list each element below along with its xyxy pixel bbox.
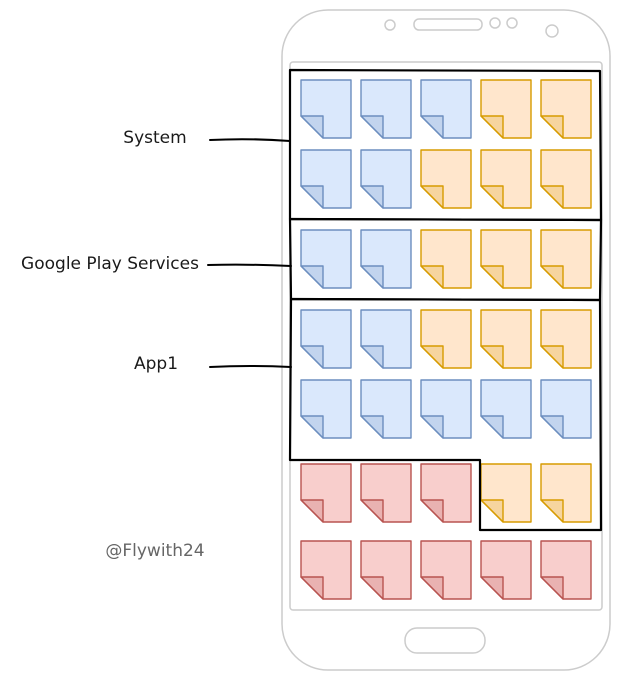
memory-page-orange: [480, 309, 532, 369]
system-connector: [209, 138, 291, 142]
home-button: [404, 627, 486, 654]
label-connectors: [207, 138, 292, 368]
memory-page-blue: [300, 229, 352, 289]
memory-page-orange: [540, 149, 592, 209]
phone-outline: [281, 9, 611, 671]
memory-page-blue: [360, 79, 412, 139]
app1-region-outline: [288, 297, 603, 532]
speaker-grille: [413, 18, 483, 31]
memory-page-blue: [300, 79, 352, 139]
memory-page-orange: [480, 463, 532, 523]
front-camera: [384, 19, 396, 31]
app1-label: App1: [134, 354, 178, 374]
memory-page-blue: [360, 149, 412, 209]
memory-page-red: [420, 540, 472, 600]
sensor-dot-2: [506, 17, 518, 29]
sensor-dot-3: [545, 24, 559, 38]
memory-page-blue: [300, 309, 352, 369]
memory-page-red: [540, 540, 592, 600]
system-label: System: [123, 128, 186, 148]
memory-page-orange: [420, 229, 472, 289]
memory-page-blue: [480, 379, 532, 439]
memory-page-blue: [420, 79, 472, 139]
memory-page-orange: [540, 309, 592, 369]
memory-pages: [300, 79, 592, 600]
sensor-dot-1: [489, 17, 501, 29]
memory-page-red: [300, 463, 352, 523]
memory-page-blue: [420, 379, 472, 439]
memory-page-orange: [480, 149, 532, 209]
memory-page-red: [420, 463, 472, 523]
memory-page-orange: [480, 229, 532, 289]
google-play-services-label: Google Play Services: [21, 254, 199, 274]
memory-page-red: [300, 540, 352, 600]
memory-page-orange: [420, 149, 472, 209]
memory-page-orange: [480, 79, 532, 139]
memory-page-orange: [540, 463, 592, 523]
memory-page-red: [360, 463, 412, 523]
memory-page-blue: [360, 229, 412, 289]
memory-page-blue: [300, 379, 352, 439]
memory-page-orange: [540, 79, 592, 139]
region-outlines: [288, 68, 603, 532]
memory-page-blue: [540, 379, 592, 439]
memory-page-red: [480, 540, 532, 600]
memory-page-blue: [360, 379, 412, 439]
google-play-services-connector: [207, 263, 292, 267]
memory-page-orange: [420, 309, 472, 369]
memory-page-red: [360, 540, 412, 600]
memory-page-orange: [540, 229, 592, 289]
watermark: @Flywith24: [105, 541, 204, 561]
app1-connector: [209, 365, 292, 368]
memory-page-blue: [360, 309, 412, 369]
memory-page-blue: [300, 149, 352, 209]
